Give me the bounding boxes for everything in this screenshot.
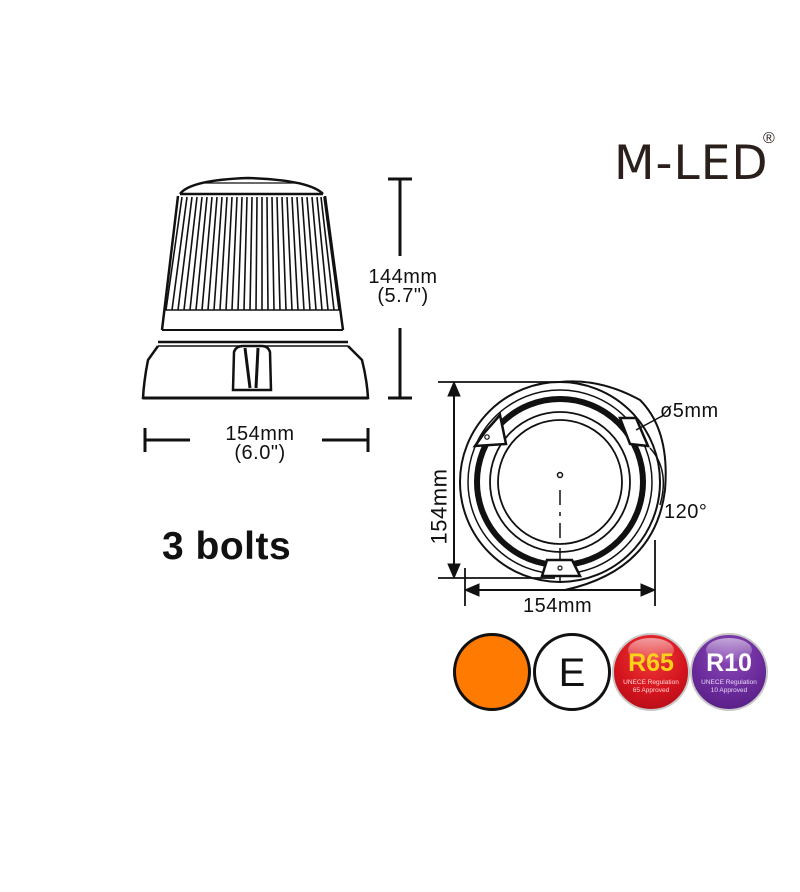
hole-diameter-label: ø5mm xyxy=(660,400,719,422)
beacon-lens-ribs xyxy=(165,196,340,311)
r65-line2: 65 Approved xyxy=(632,687,670,694)
side-width-inch: (6.0") xyxy=(234,442,286,464)
r10-subtitle: UNECE Regulation 10 Approved xyxy=(692,679,766,695)
bolt-angle-label: 120° xyxy=(664,501,708,523)
e-mark-badge: E xyxy=(533,633,611,711)
gloss-highlight xyxy=(628,638,674,662)
r10-line1: UNECE Regulation xyxy=(701,679,757,686)
r65-badge: R65 UNECE Regulation 65 Approved xyxy=(612,633,690,711)
beacon-top-view xyxy=(459,380,667,591)
side-height-mm: 144mm xyxy=(368,266,438,288)
r10-badge: R10 UNECE Regulation 10 Approved xyxy=(690,633,768,711)
amber-color-badge xyxy=(453,633,531,711)
side-width-mm: 154mm xyxy=(225,423,295,445)
r10-code: R10 xyxy=(706,649,752,677)
top-height-text: 154mm xyxy=(426,468,452,545)
r10-line2: 10 Approved xyxy=(710,687,748,694)
top-height-label: 154mm xyxy=(419,435,459,585)
side-height-inch: (5.7") xyxy=(377,285,429,307)
r65-line1: UNECE Regulation xyxy=(623,679,679,686)
side-height-dimension xyxy=(388,177,412,400)
mounting-label: 3 bolts xyxy=(162,525,292,568)
beacon-side-view xyxy=(160,176,345,331)
brand-logo: M-LED xyxy=(614,136,769,191)
gloss-highlight xyxy=(706,638,752,662)
side-width-label: 154mm (6.0") xyxy=(200,423,320,464)
top-view-dimensions xyxy=(438,380,657,606)
top-width-label: 154mm xyxy=(523,595,593,617)
r65-subtitle: UNECE Regulation 65 Approved xyxy=(614,679,688,695)
side-width-dimension xyxy=(143,428,370,452)
e-mark-label: E xyxy=(558,650,586,695)
r65-code: R65 xyxy=(628,649,674,677)
registered-trademark-icon: ® xyxy=(763,130,775,147)
side-height-label: 144mm (5.7") xyxy=(358,266,448,307)
